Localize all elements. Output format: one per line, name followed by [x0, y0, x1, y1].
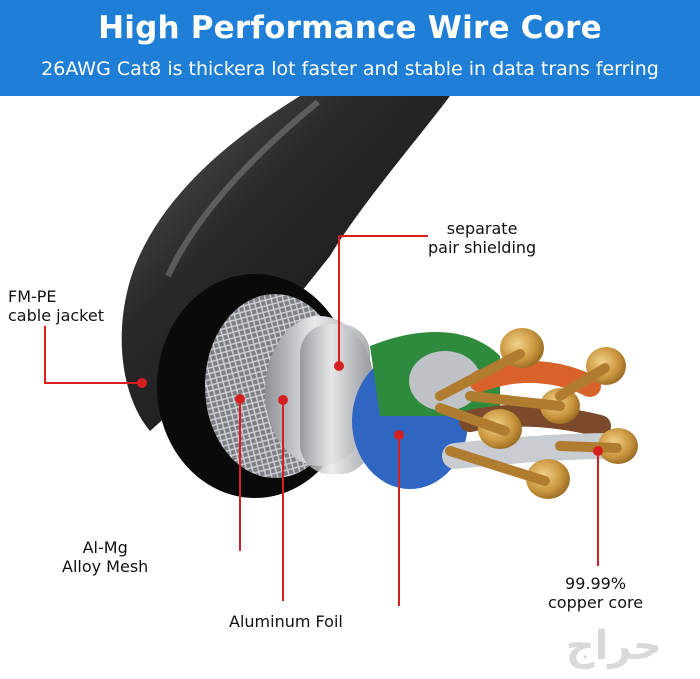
page-subtitle: 26AWG Cat8 is thickera lot faster and st… [41, 58, 659, 80]
label-copper-line2: copper core [548, 593, 644, 612]
label-copper: 99.99% copper core [548, 574, 643, 612]
label-foil-text: Aluminum Foil [229, 612, 343, 631]
label-jacket-line1: FM-PE [8, 287, 57, 306]
label-foil: Aluminum Foil [229, 612, 343, 631]
callout-lines [44, 235, 599, 606]
label-copper-line1: 99.99% [565, 574, 627, 593]
label-shielding-line2: pair shielding [428, 238, 537, 257]
header-banner: High Performance Wire Core 26AWG Cat8 is… [0, 0, 700, 96]
watermark-logo: حراج [565, 623, 662, 669]
copper-core-bundles [435, 328, 638, 499]
label-mesh-line1: Al-Mg [82, 538, 128, 557]
label-jacket-line2: cable jacket [8, 306, 104, 325]
page-title: High Performance Wire Core [98, 10, 602, 46]
label-shielding: separate pair shielding [428, 219, 536, 257]
label-jacket: FM-PE cable jacket [8, 287, 104, 325]
callout-dots [137, 361, 603, 456]
twisted-pairs [352, 332, 623, 489]
label-shielding-line1: separate [446, 219, 518, 238]
cable-illustration [44, 96, 638, 606]
label-mesh: Al-Mg Alloy Mesh [62, 538, 148, 576]
label-mesh-line2: Alloy Mesh [62, 557, 149, 576]
